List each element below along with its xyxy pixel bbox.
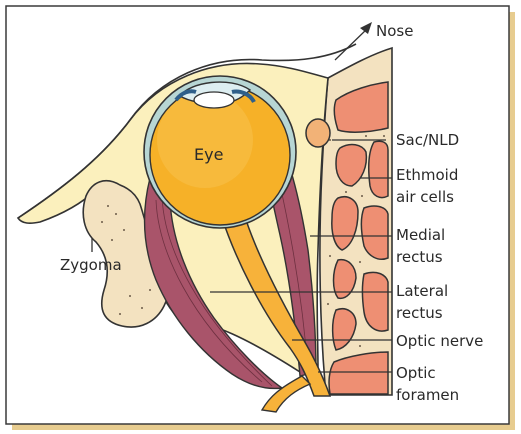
label-optic-foramen-1: Optic <box>396 364 436 382</box>
label-optic-foramen-2: foramen <box>396 386 459 404</box>
label-eye: Eye <box>194 145 223 164</box>
label-nose: Nose <box>376 22 413 40</box>
label-zygoma: Zygoma <box>60 256 122 274</box>
label-medial-2: rectus <box>396 248 443 266</box>
label-medial-1: Medial <box>396 226 445 244</box>
label-optic-nerve: Optic nerve <box>396 332 483 350</box>
label-lateral-1: Lateral <box>396 282 448 300</box>
label-ethmoid-1: Ethmoid <box>396 166 458 184</box>
label-sac-nld: Sac/NLD <box>396 131 459 149</box>
lacrimal-sac <box>306 119 330 147</box>
label-lateral-2: rectus <box>396 304 443 322</box>
lens <box>194 92 234 108</box>
label-ethmoid-2: air cells <box>396 188 454 206</box>
